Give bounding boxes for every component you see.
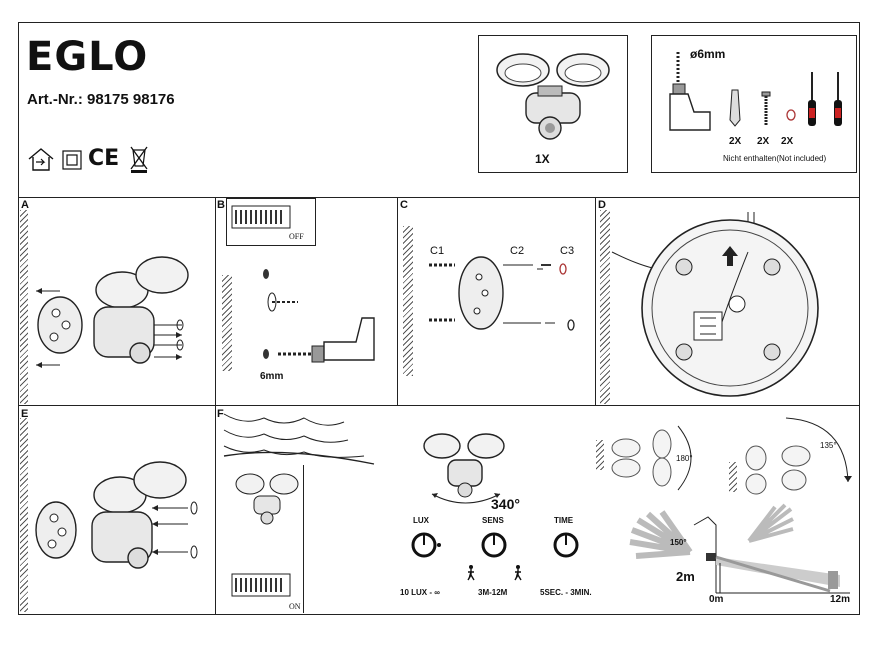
panel-a-exploded-lamp [36,256,189,368]
panel-b-wall [222,275,232,371]
divider-ef [215,405,216,615]
rotation-label: 340° [491,496,520,512]
panel-a-label: A [21,199,29,211]
divider-cd [595,197,596,406]
panel-b-drill-label: 6mm [260,371,284,382]
count-screw: 2X [757,136,770,147]
weee-bin-icon [130,146,148,173]
panel-f-on-label: ON [289,602,301,611]
knob-lux-title: LUX [413,516,429,525]
panel-f-fuse-box [231,573,291,597]
detection-fan-top [629,510,693,559]
detection-fan-plan [747,503,794,543]
screwdriver-phillips-icon [834,72,842,126]
panel-a-wall [20,210,28,404]
count-plug: 2X [729,136,742,147]
tilt-wall-right [729,462,737,492]
screw-icon [761,91,771,126]
knob-lux [411,532,441,558]
panel-c-base-plate [429,256,575,331]
panel-d-label: D [598,199,606,211]
panel-b-off-label: OFF [289,232,304,241]
distance-start-label: 0m [709,594,724,605]
panel-f-roof [223,413,375,465]
distance-end-label: 12m [830,594,851,605]
panel-e-wall [20,418,28,612]
panel-d-wall [600,210,610,404]
person-icon-left [467,565,475,581]
mount-height-label: 2m [676,569,695,584]
screwdriver-flat-icon [808,72,816,126]
lamp-illustration [496,53,610,140]
panel-f-label: F [217,408,224,420]
washer-icon [786,109,796,121]
drill-size-label: ø6mm [690,47,726,61]
panel-f-mounted-lamp [235,473,299,525]
divider-bc [397,197,398,406]
knob-sens-range: 3M-12M [478,588,508,597]
callout-c1: C1 [430,245,445,257]
knob-time-range: 5SEC. - 3MIN. [540,588,592,597]
ce-mark: CE [88,146,120,171]
drill-icon [669,52,711,131]
settings-lamp [423,433,505,504]
callout-c2: C2 [510,245,525,257]
brand-logo: EGLO [26,34,149,80]
panel-c-label: C [400,199,408,211]
class-ii-icon [62,150,82,170]
tilt-180-label: 180° [676,454,693,463]
tilt-135-label: 135° [820,441,837,450]
panel-f-wall-line [303,465,304,613]
panel-b-drilling [263,269,375,363]
knob-lux-range: 10 LUX - ∞ [400,588,440,597]
callout-c3: C3 [560,245,575,257]
count-washer: 2X [781,136,794,147]
knob-time-title: TIME [554,516,574,525]
tilt-diagram-180 [611,425,692,491]
knob-sens [481,532,507,558]
panel-c-wall [403,226,413,376]
panel-e-assembly [35,461,198,569]
tilt-diagram-135 [745,417,852,495]
panel-b-fuse-box [231,205,291,229]
person-icon-right [514,565,522,581]
wall-plug-icon [729,89,741,127]
detection-angle-label: 150° [670,538,687,547]
knob-sens-title: SENS [482,516,504,525]
panel-e-label: E [21,408,29,420]
contents-quantity: 1X [535,152,550,166]
tilt-wall-left [596,440,604,470]
divider-ab [215,197,216,406]
not-included-note: Nicht enthalten(Not included) [723,154,827,163]
article-number: Art.-Nr.: 98175 98176 [27,91,175,108]
panel-b-label: B [217,199,225,211]
knob-time [553,532,579,558]
detection-side-view [693,516,850,594]
indoor-use-icon [28,148,54,171]
panel-d-wiring-base [611,212,819,397]
